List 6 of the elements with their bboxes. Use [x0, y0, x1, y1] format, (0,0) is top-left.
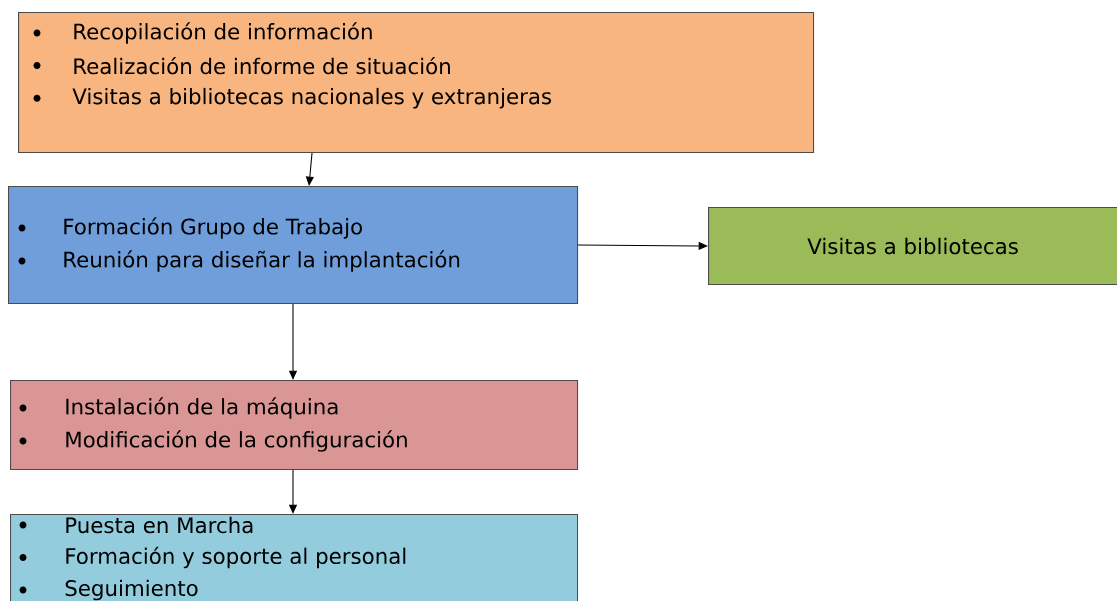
process-box: Recopilación de información Realización de informe de situación Visitas a bibliotecas nacionales y extranjeras — [18, 12, 815, 154]
process-box: Instalación de la máquina Modificación de la configuración — [10, 380, 579, 471]
arrow — [305, 152, 314, 186]
process-box: Visitas a bibliotecas — [708, 207, 1117, 286]
process-box: Formación Grupo de Trabajo Reunión para diseñar la implantación — [8, 186, 579, 305]
process-box: Puesta en Marcha Formación y soporte al personal Seguimiento — [10, 514, 579, 601]
